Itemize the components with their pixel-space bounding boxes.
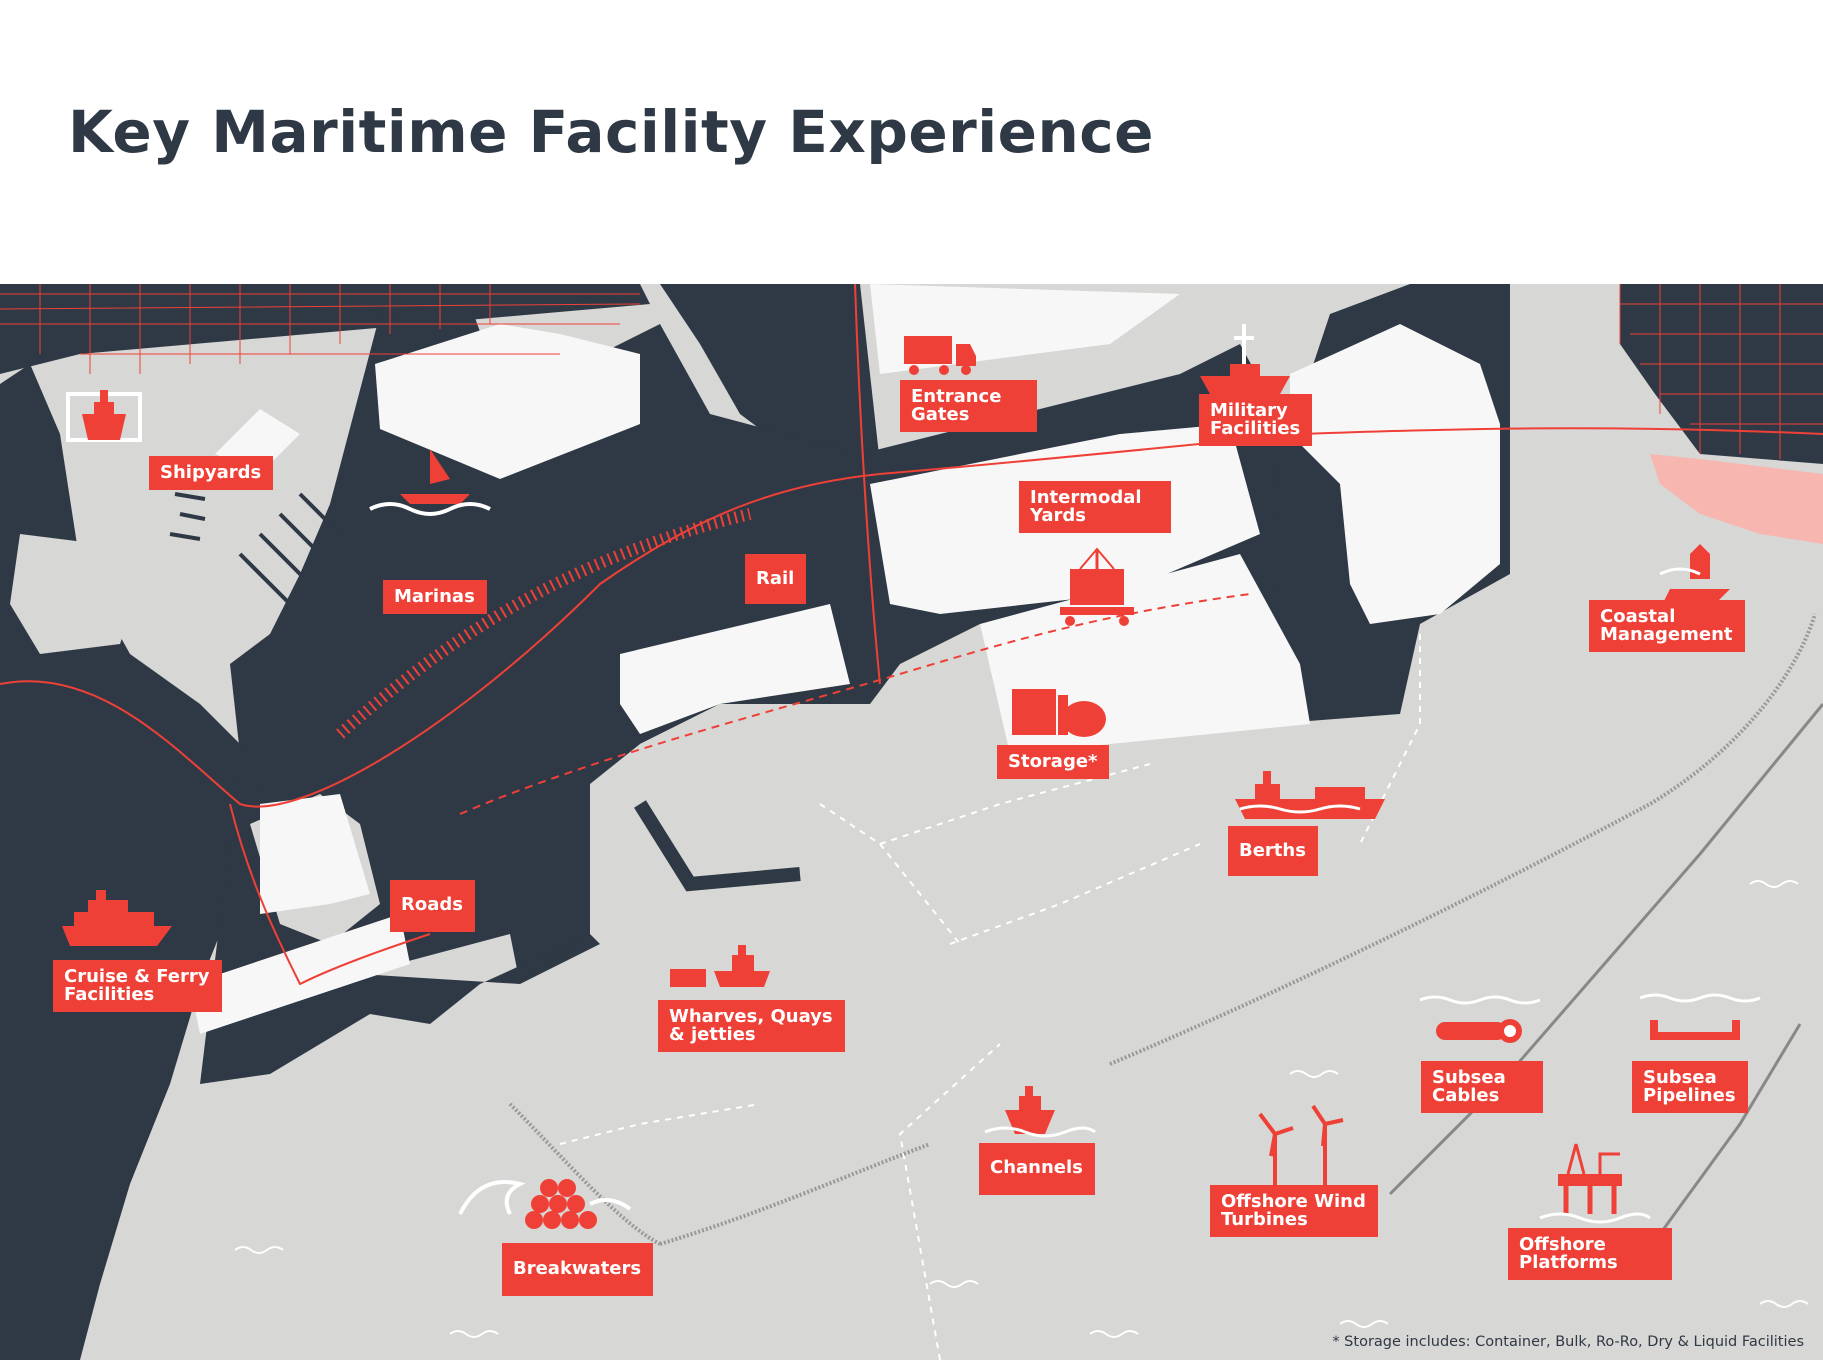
marina-jetties <box>169 492 352 606</box>
shipping-channels <box>559 634 1421 1360</box>
label-berths: Berths <box>1228 826 1318 876</box>
cable-lines <box>508 613 1817 1246</box>
label-intermodal-yards: Intermodal Yards <box>1019 481 1171 533</box>
subsea-cable-icon <box>1419 995 1541 1043</box>
page-title: Key Maritime Facility Experience <box>68 98 1154 166</box>
wharf-boats-icon <box>670 945 770 987</box>
wave-marks <box>234 880 1809 1338</box>
port-map <box>0 284 1823 1360</box>
label-marinas: Marinas <box>383 580 487 614</box>
shipyard-icon <box>66 390 142 442</box>
rail-track-hatch <box>336 508 752 739</box>
label-cruise-ferry: Cruise & Ferry Facilities <box>53 960 222 1012</box>
label-offshore-platforms: Offshore Platforms <box>1508 1228 1672 1280</box>
label-subsea-cables: Subsea Cables <box>1421 1061 1543 1113</box>
label-wharves: Wharves, Quays & jetties <box>658 1000 845 1052</box>
coastal-zone <box>1650 454 1823 544</box>
road-line <box>459 593 1251 815</box>
footnote: * Storage includes: Container, Bulk, Ro-… <box>1332 1334 1804 1350</box>
storage-tanks-icon <box>1012 689 1106 737</box>
city-grid <box>0 284 1823 459</box>
cruise-ship-icon <box>62 890 172 946</box>
label-rail: Rail <box>745 554 807 604</box>
truck-icon <box>904 336 976 375</box>
label-shipyards: Shipyards <box>149 456 274 490</box>
container-crane-icon <box>1060 547 1134 626</box>
pipeline-lines <box>1388 703 1823 1235</box>
label-channels: Channels <box>979 1143 1095 1195</box>
cargo-ship-icon <box>1235 771 1385 819</box>
label-roads: Roads <box>390 880 475 932</box>
breakwater-icon <box>458 1179 632 1229</box>
channel-ship-icon <box>984 1086 1096 1138</box>
label-coastal-management: Coastal Management <box>1589 600 1745 652</box>
label-military-facilities: Military Facilities <box>1199 394 1313 446</box>
jetty <box>634 800 801 892</box>
subsea-pipeline-icon <box>1639 993 1761 1040</box>
label-offshore-wind: Offshore Wind Turbines <box>1210 1185 1378 1237</box>
oil-platform-icon <box>1539 1143 1651 1224</box>
label-entrance-gates: Entrance Gates <box>900 380 1037 432</box>
sailboat-icon <box>369 449 491 516</box>
label-subsea-pipelines: Subsea Pipelines <box>1632 1061 1748 1113</box>
label-breakwaters: Breakwaters <box>502 1243 654 1296</box>
rail-lines <box>0 284 1823 986</box>
wind-turbine-icon <box>1234 1104 1377 1200</box>
label-storage: Storage* <box>997 745 1110 779</box>
